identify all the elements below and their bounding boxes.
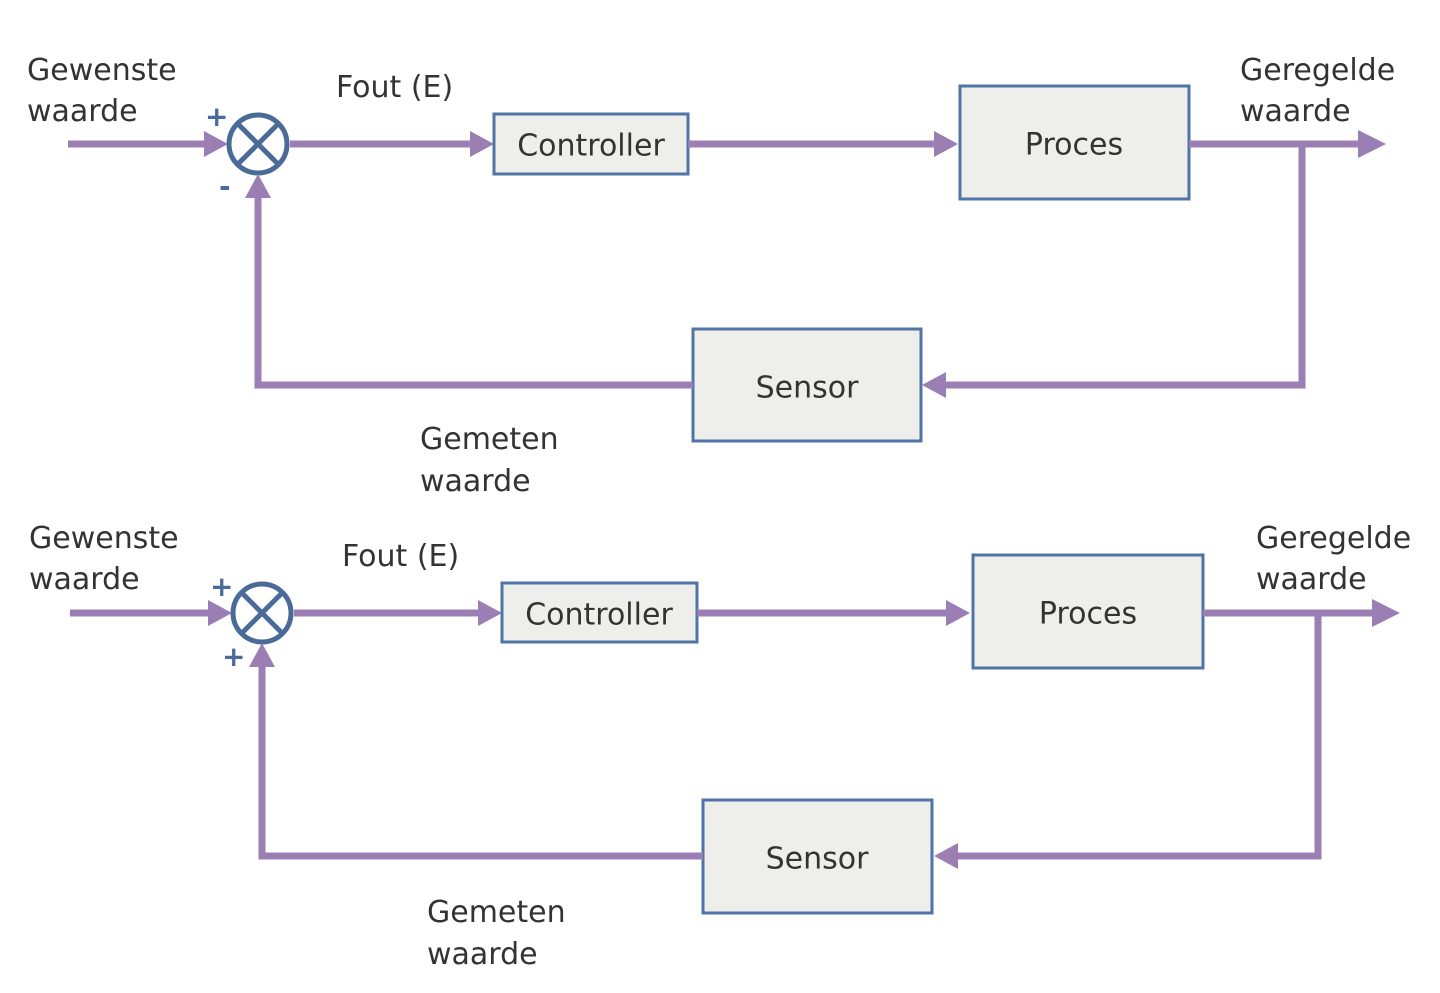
- controller-label: Controller: [517, 129, 665, 164]
- summing-junction-cross: [240, 591, 284, 635]
- process-block: [958, 84, 1191, 201]
- summing-junction-cross: [236, 122, 280, 166]
- sensor-input-arrowhead: [934, 843, 958, 869]
- input-arrowhead: [204, 131, 228, 157]
- feedback-arrowhead: [245, 174, 271, 198]
- measured-label-line1: Gemeten: [420, 422, 559, 457]
- input-label-line1: Gewenste: [27, 53, 177, 88]
- input-label-line1: Gewenste: [29, 521, 179, 556]
- measured-label-line1: Gemeten: [427, 895, 566, 930]
- output-label-line2: waarde: [1256, 562, 1367, 597]
- output-label-line2: waarde: [1240, 94, 1351, 129]
- plus-sign: +: [210, 570, 233, 603]
- measured-label-line2: waarde: [427, 937, 538, 972]
- control-arrowhead: [946, 600, 970, 626]
- diagram-negative-feedback: + - Controller Proces Sensor Gewenste wa…: [27, 53, 1395, 499]
- error-label: Fout (E): [342, 539, 459, 574]
- process-label: Proces: [1039, 597, 1137, 632]
- error-label: Fout (E): [336, 70, 453, 105]
- control-arrowhead: [934, 131, 958, 157]
- input-arrowhead: [208, 600, 232, 626]
- sensor-input-arrowhead: [922, 372, 946, 398]
- output-arrowhead: [1358, 130, 1386, 158]
- measured-value-path: [254, 194, 693, 389]
- input-label-line2: waarde: [27, 94, 138, 129]
- measured-value-path: [258, 663, 703, 860]
- sensor-label: Sensor: [766, 842, 869, 877]
- output-label-line1: Geregelde: [1240, 53, 1395, 88]
- error-arrowhead: [478, 600, 502, 626]
- plus-sign: +: [205, 100, 228, 133]
- feedback-arrowhead: [249, 643, 275, 667]
- controller-label: Controller: [525, 598, 673, 633]
- controller-block: [492, 112, 690, 176]
- diagram-positive-feedback: + + Controller Proces Sensor Gewenste wa…: [29, 521, 1411, 972]
- input-label-line2: waarde: [29, 562, 140, 597]
- error-arrowhead: [470, 131, 494, 157]
- output-arrowhead: [1372, 599, 1400, 627]
- feedback-path-to-sensor: [944, 144, 1306, 389]
- feedback-path-to-sensor: [956, 613, 1322, 860]
- measured-label-line2: waarde: [420, 464, 531, 499]
- minus-sign: -: [219, 170, 231, 203]
- plus-sign: +: [222, 640, 245, 673]
- process-label: Proces: [1025, 128, 1123, 163]
- output-label-line1: Geregelde: [1256, 521, 1411, 556]
- sensor-label: Sensor: [756, 371, 859, 406]
